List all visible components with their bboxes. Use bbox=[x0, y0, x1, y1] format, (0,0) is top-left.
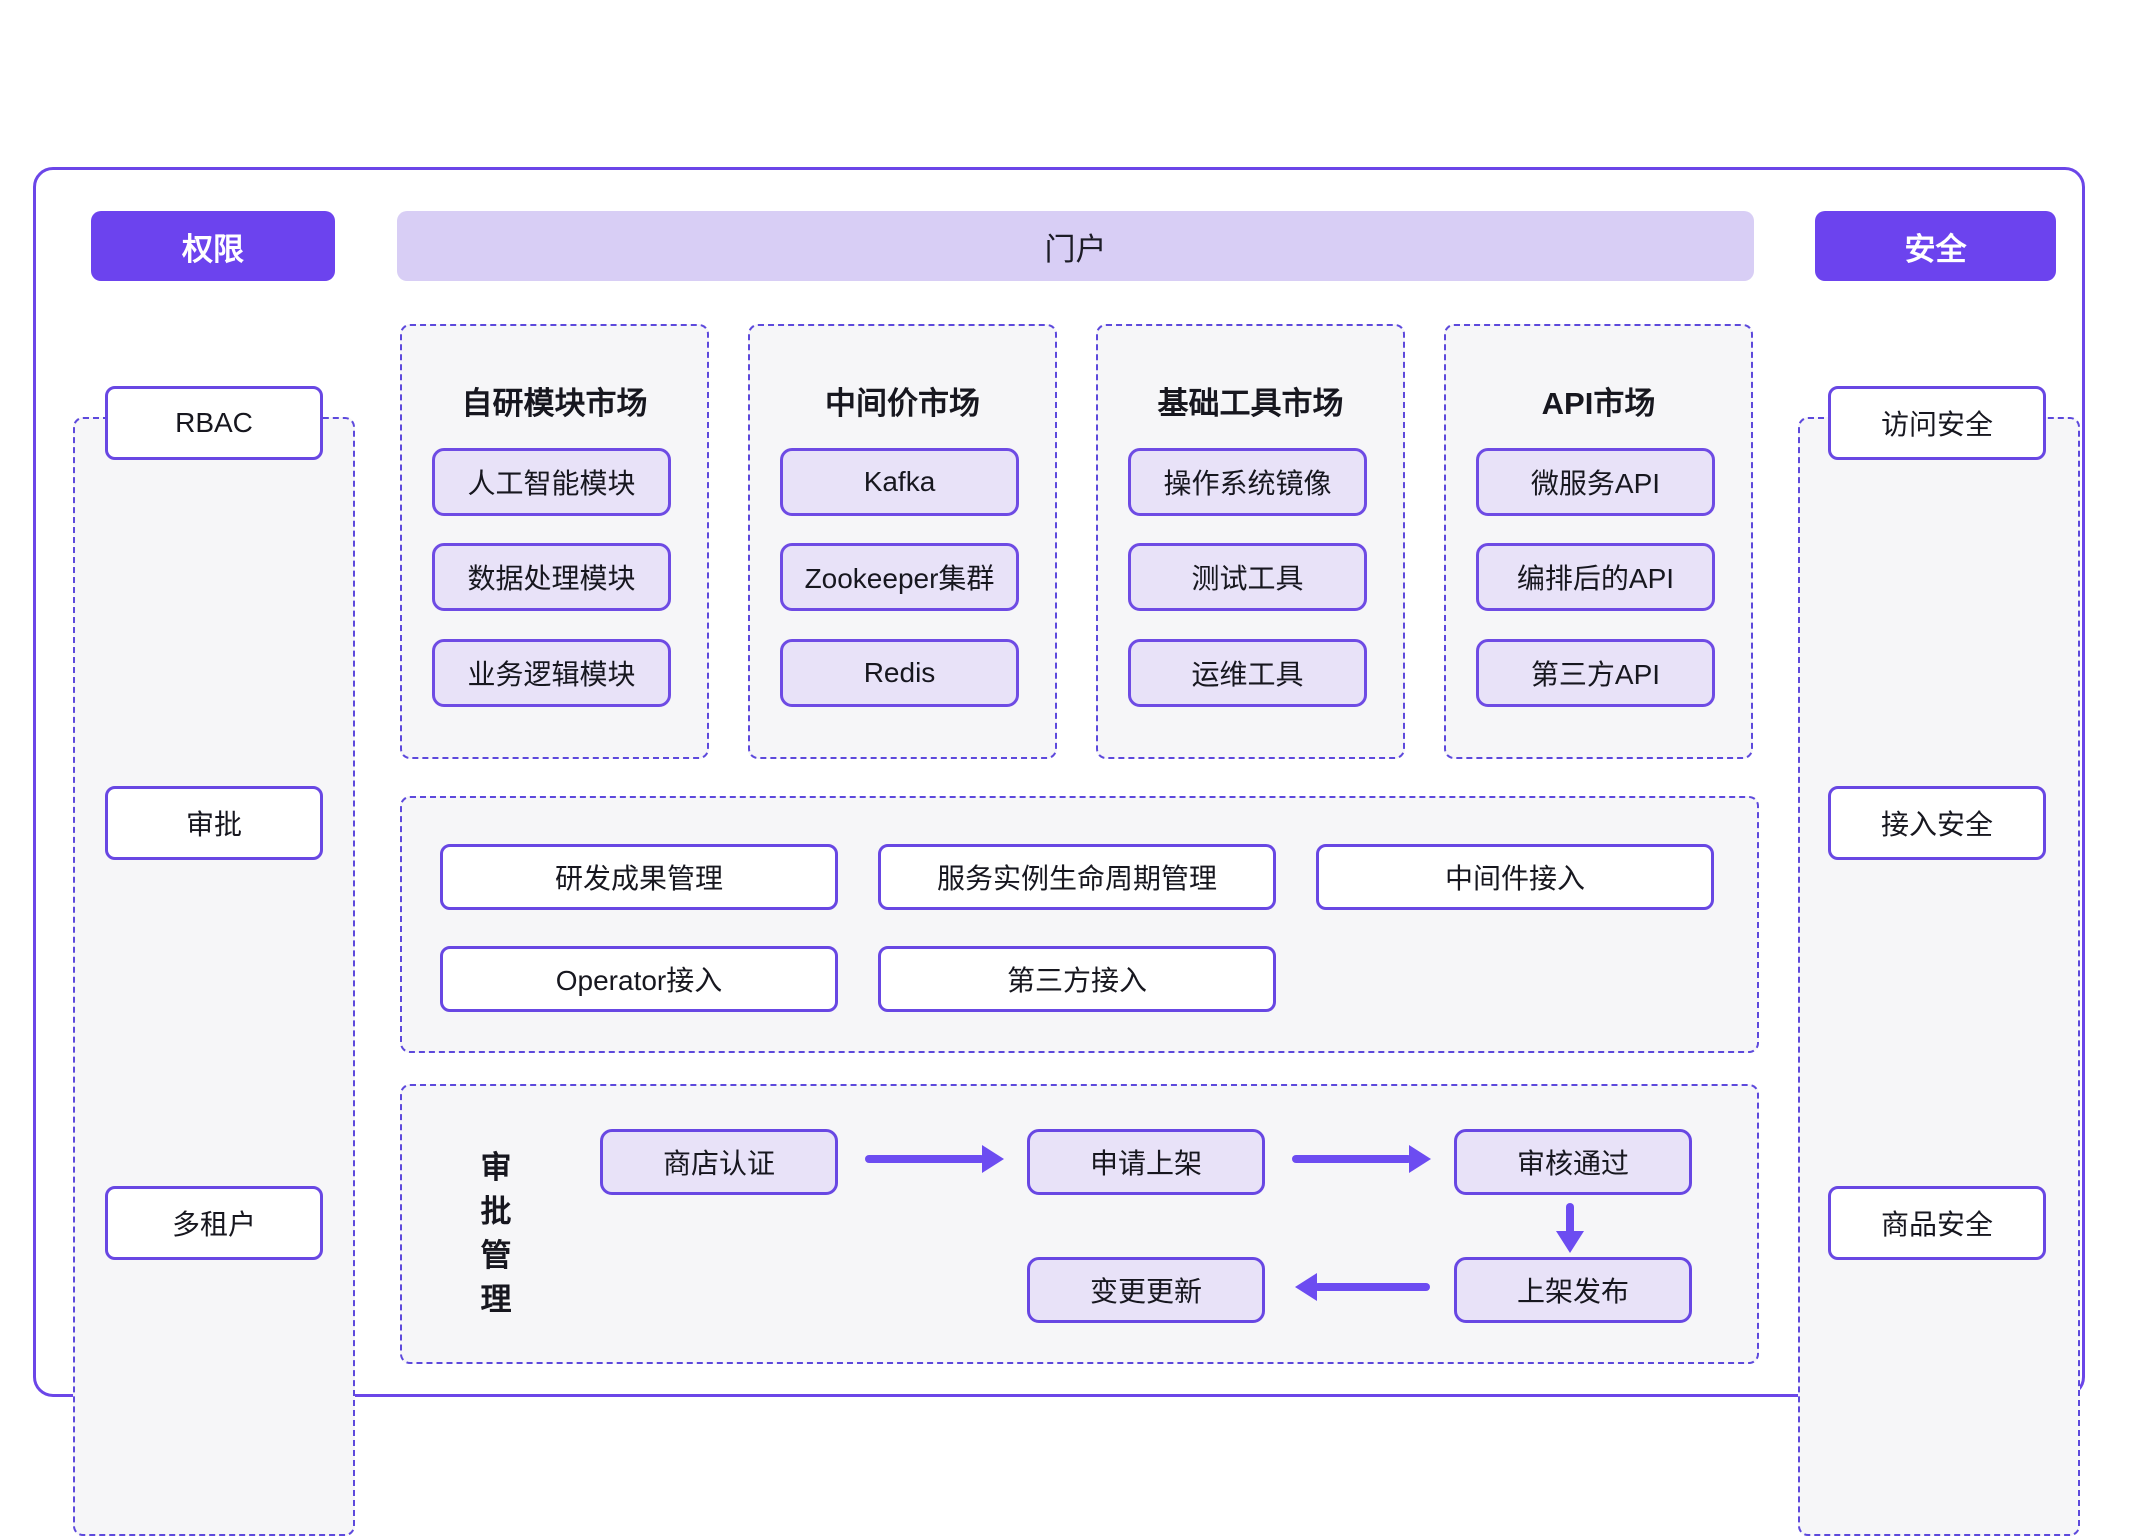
node-service-instance-lifecycle-mgmt: 服务实例生命周期管理 bbox=[878, 844, 1276, 910]
node-rbac: RBAC bbox=[105, 386, 323, 460]
node-label: 操作系统镜像 bbox=[1163, 468, 1332, 499]
security-header: 安全 bbox=[1815, 211, 2056, 281]
node-ai-module: 人工智能模块 bbox=[432, 448, 671, 516]
market-self-developed-modules: 自研模块市场 人工智能模块 数据处理模块 业务逻辑模块 bbox=[400, 324, 709, 759]
market-title: 自研模块市场 bbox=[461, 386, 648, 421]
node-label: 编排后的API bbox=[1516, 563, 1675, 594]
node-label: 数据处理模块 bbox=[467, 563, 636, 594]
node-business-logic-module: 业务逻辑模块 bbox=[432, 639, 671, 707]
node-orchestrated-api: 编排后的API bbox=[1476, 543, 1715, 611]
node-label: 上架发布 bbox=[1516, 1276, 1629, 1307]
node-label: 运维工具 bbox=[1191, 659, 1304, 690]
node-apply-listing: 申请上架 bbox=[1027, 1129, 1265, 1195]
management-panel: 研发成果管理 服务实例生命周期管理 中间件接入 Operator接入 第三方接入 bbox=[400, 796, 1759, 1053]
node-operator-access: Operator接入 bbox=[440, 946, 838, 1012]
market-middleware: 中间价市场 Kafka Zookeeper集群 Redis bbox=[748, 324, 1057, 759]
node-label: 商店认证 bbox=[662, 1148, 775, 1179]
node-ops-tools: 运维工具 bbox=[1128, 639, 1367, 707]
vlabel-char: 理 bbox=[480, 1282, 512, 1317]
node-approval: 审批 bbox=[105, 786, 323, 860]
node-third-party-api: 第三方API bbox=[1476, 639, 1715, 707]
arrow-publish-to-change-update bbox=[1314, 1283, 1430, 1291]
security-panel bbox=[1798, 417, 2080, 1536]
node-change-update: 变更更新 bbox=[1027, 1257, 1265, 1323]
node-test-tools: 测试工具 bbox=[1128, 543, 1367, 611]
node-label: 服务实例生命周期管理 bbox=[936, 863, 1217, 894]
node-label: 中间件接入 bbox=[1444, 863, 1585, 894]
node-product-security: 商品安全 bbox=[1828, 1186, 2046, 1260]
node-label: Zookeeper集群 bbox=[804, 563, 995, 594]
node-label: 第三方接入 bbox=[1006, 965, 1147, 996]
node-product-security-label: 商品安全 bbox=[1880, 1209, 1993, 1240]
arrow-store-cert-to-apply bbox=[865, 1155, 985, 1163]
node-rbac-label: RBAC bbox=[175, 407, 253, 438]
node-zookeeper-cluster: Zookeeper集群 bbox=[780, 543, 1019, 611]
node-os-image: 操作系统镜像 bbox=[1128, 448, 1367, 516]
node-label: Redis bbox=[863, 657, 936, 688]
node-label: 人工智能模块 bbox=[467, 468, 636, 499]
node-access-security: 访问安全 bbox=[1828, 386, 2046, 460]
vlabel-char: 批 bbox=[480, 1194, 512, 1229]
arrow-apply-to-review bbox=[1292, 1155, 1412, 1163]
permissions-header-label: 权限 bbox=[182, 231, 244, 267]
arrow-review-to-publish bbox=[1566, 1203, 1574, 1235]
market-title: 中间价市场 bbox=[825, 386, 980, 421]
node-label: 第三方API bbox=[1530, 659, 1661, 690]
node-multitenant: 多租户 bbox=[105, 1186, 323, 1260]
market-api: API市场 微服务API 编排后的API 第三方API bbox=[1444, 324, 1753, 759]
node-redis: Redis bbox=[780, 639, 1019, 707]
vlabel-char: 管 bbox=[480, 1238, 512, 1273]
node-ingress-security: 接入安全 bbox=[1828, 786, 2046, 860]
node-review-passed: 审核通过 bbox=[1454, 1129, 1692, 1195]
node-ingress-security-label: 接入安全 bbox=[1880, 809, 1993, 840]
diagram-outer-frame: 权限 RBAC 审批 多租户 安全 访问安全 接入安全 商品安全 门户 bbox=[33, 167, 2085, 1536]
permissions-header: 权限 bbox=[91, 211, 335, 281]
node-approval-label: 审批 bbox=[185, 809, 242, 840]
node-access-security-label: 访问安全 bbox=[1880, 409, 1993, 440]
vlabel-char: 审 bbox=[480, 1150, 512, 1185]
node-multitenant-label: 多租户 bbox=[171, 1209, 256, 1240]
node-label: 测试工具 bbox=[1191, 563, 1304, 594]
market-title: API市场 bbox=[1541, 386, 1656, 421]
node-label: Operator接入 bbox=[555, 965, 723, 996]
market-basic-tools: 基础工具市场 操作系统镜像 测试工具 运维工具 bbox=[1096, 324, 1405, 759]
node-store-certification: 商店认证 bbox=[600, 1129, 838, 1195]
approval-management-vertical-label: 审 批 管 理 bbox=[474, 1152, 518, 1316]
node-publish-listing: 上架发布 bbox=[1454, 1257, 1692, 1323]
node-label: 业务逻辑模块 bbox=[467, 659, 636, 690]
node-rd-achievement-mgmt: 研发成果管理 bbox=[440, 844, 838, 910]
node-middleware-access: 中间件接入 bbox=[1316, 844, 1714, 910]
node-kafka: Kafka bbox=[780, 448, 1019, 516]
portal-header-label: 门户 bbox=[1044, 231, 1107, 267]
node-microservice-api: 微服务API bbox=[1476, 448, 1715, 516]
node-third-party-access: 第三方接入 bbox=[878, 946, 1276, 1012]
approval-management-panel: 审 批 管 理 商店认证 申请上架 审核通过 上架发布 变更更新 bbox=[400, 1084, 1759, 1364]
permissions-panel bbox=[73, 417, 355, 1536]
market-title: 基础工具市场 bbox=[1157, 386, 1344, 421]
node-label: 申请上架 bbox=[1089, 1148, 1202, 1179]
node-label: 审核通过 bbox=[1516, 1148, 1629, 1179]
node-label: 微服务API bbox=[1530, 468, 1661, 499]
node-label: 研发成果管理 bbox=[554, 863, 723, 894]
security-header-label: 安全 bbox=[1904, 231, 1967, 267]
node-label: 变更更新 bbox=[1089, 1276, 1202, 1307]
portal-header: 门户 bbox=[397, 211, 1754, 281]
node-data-processing-module: 数据处理模块 bbox=[432, 543, 671, 611]
node-label: Kafka bbox=[863, 466, 936, 497]
